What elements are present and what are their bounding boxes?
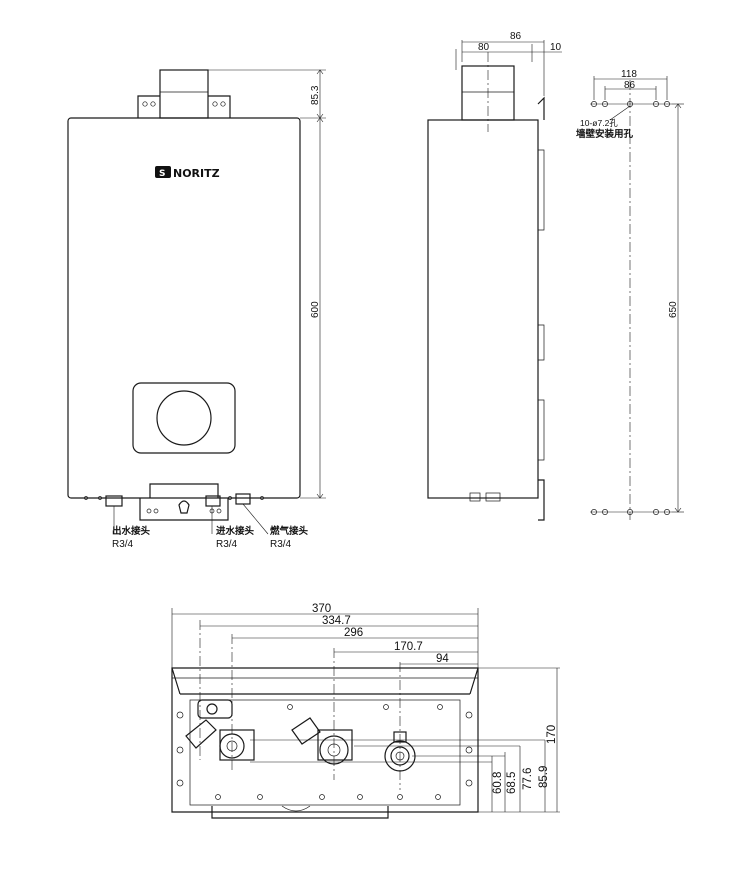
dim-bottom-334: 334.7 (322, 615, 351, 627)
label-outlet-thread: R3/4 (112, 539, 134, 550)
front-dial (156, 390, 212, 446)
dim-bottom-170: 170.7 (394, 641, 423, 653)
dim-side-80: 80 (478, 42, 490, 53)
front-display-window (132, 382, 236, 454)
hole-note: 10-ø7.2孔 (580, 118, 618, 128)
front-view: S NORITZ 出水接头 R3/4 进水接头 R3/4 燃气接头 R3/4 (67, 69, 326, 550)
gas-connector (235, 493, 251, 505)
side-view: 86 80 10 (427, 31, 562, 521)
front-bottom-bracket (149, 483, 219, 498)
front-top-bracket (137, 95, 231, 118)
label-gas-thread: R3/4 (270, 539, 292, 550)
bottom-screws (176, 704, 473, 800)
bottom-inlet-fitting (291, 717, 353, 765)
noritz-logo: S NORITZ (155, 166, 220, 180)
label-outlet: 出水接头 (112, 525, 151, 537)
dim-bottom-77: 77.6 (522, 768, 534, 790)
bottom-outlet-fitting (185, 699, 255, 761)
label-inlet-thread: R3/4 (216, 539, 238, 550)
dim-flue-height: 85.3 (310, 85, 321, 105)
dim-mount-650: 650 (668, 301, 679, 318)
dim-bottom-85: 85.9 (538, 766, 550, 788)
dim-bottom-170v: 170 (546, 725, 558, 744)
keyhole-icon (178, 500, 190, 514)
front-body (67, 117, 301, 499)
dim-mount-86: 86 (624, 80, 636, 91)
svg-text:S: S (159, 169, 165, 179)
dim-side-10: 10 (550, 42, 562, 53)
svg-text:NORITZ: NORITZ (173, 167, 220, 180)
dim-height-600: 600 (310, 301, 321, 318)
front-flue (159, 69, 209, 119)
dim-mount-118: 118 (621, 69, 637, 80)
hole-caption: 墙壁安装用孔 (576, 128, 634, 140)
dim-bottom-68: 68.5 (506, 772, 518, 794)
inlet-connector (205, 495, 221, 507)
bottom-view: 370 334.7 296 170.7 94 60.8 68.5 77.6 85… (171, 603, 560, 819)
dim-side-86: 86 (510, 31, 522, 42)
dim-bottom-94: 94 (436, 653, 449, 665)
mounting-view: 118 86 650 10-ø7.2孔 墙壁安装用孔 (576, 69, 684, 520)
dim-bottom-370: 370 (312, 603, 331, 615)
label-inlet: 进水接头 (216, 525, 255, 537)
dim-bottom-60: 60.8 (492, 772, 504, 794)
dim-bottom-296: 296 (344, 627, 363, 639)
label-gas: 燃气接头 (270, 525, 309, 537)
side-body (427, 119, 539, 499)
